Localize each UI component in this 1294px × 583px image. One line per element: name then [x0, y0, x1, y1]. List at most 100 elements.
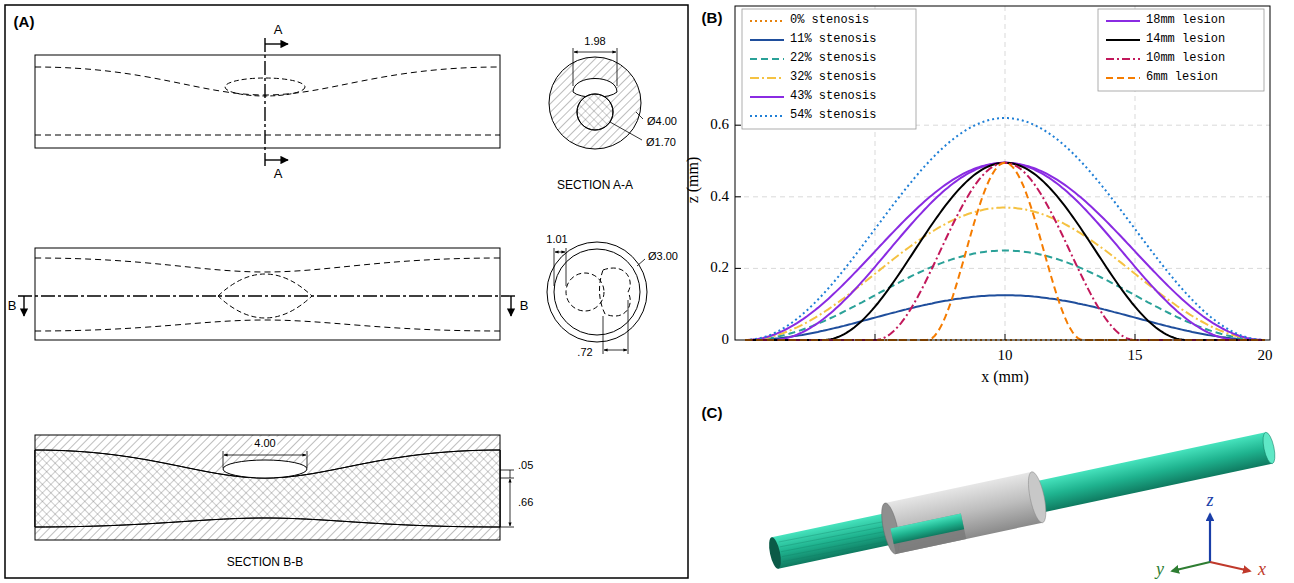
rod-streak: [779, 519, 889, 544]
section-title: SECTION B-B: [227, 556, 304, 570]
end-view: [547, 242, 647, 354]
legend-label: 10mm lesion: [1146, 52, 1225, 66]
end-view: [547, 242, 647, 342]
section-b-view: [223, 451, 224, 468]
section-a-view: [549, 48, 643, 149]
rod-end: [1261, 431, 1277, 464]
top-view: [35, 258, 500, 272]
chart-curve: [745, 163, 1265, 340]
panel-frame: [5, 5, 688, 578]
legend-sample: [1106, 77, 1140, 79]
section-a-view: [549, 57, 641, 149]
panel-c-model: [765, 422, 1280, 580]
top-view: [35, 320, 500, 331]
axis-triad: [1172, 562, 1210, 571]
panel-letter: (B): [702, 9, 723, 26]
axis-triad: [1210, 562, 1250, 571]
section-b-view: [307, 451, 308, 468]
legend-sample: [750, 96, 784, 98]
end-view: [604, 350, 627, 351]
section-arrow: [265, 43, 288, 44]
end-view: [603, 316, 604, 354]
tick-label: 0.4: [710, 188, 729, 205]
tick-label: 0: [722, 331, 730, 348]
green-rod: [772, 432, 1273, 568]
side-view: [35, 38, 500, 166]
dimension: 1.98: [584, 35, 605, 48]
axis-tick: [735, 268, 741, 269]
section-letter: A: [274, 23, 283, 38]
dimension: .05: [518, 459, 533, 472]
section-a-view: [573, 48, 643, 140]
end-view: [554, 249, 640, 335]
panel-b: [735, 6, 1270, 340]
chart-curve: [745, 163, 1265, 340]
tick-label: 10: [998, 347, 1013, 364]
tick-label: 0.6: [710, 116, 729, 133]
axis-letter: x: [1258, 559, 1266, 580]
top-view: [35, 248, 500, 340]
grid-line: [1005, 6, 1006, 340]
rod-streak: [780, 524, 890, 549]
sleeve-cut: [890, 513, 966, 553]
chart-curve: [745, 163, 1265, 340]
tick-label: 0.2: [710, 259, 729, 276]
section-b-view: [510, 479, 511, 526]
axis-tick: [1135, 334, 1136, 340]
plot-frame: [735, 6, 1270, 340]
legend-label: 0% stenosis: [790, 14, 869, 28]
chart-curve: [745, 163, 1265, 340]
end-view: [566, 248, 567, 286]
panel-letter: (C): [702, 404, 723, 421]
section-b-view: [224, 455, 306, 456]
section-b-view: [223, 451, 514, 527]
section-a-view: [574, 52, 616, 53]
top-view: [18, 248, 517, 340]
legend-label: 18mm lesion: [1146, 14, 1225, 28]
legend-sample: [750, 20, 784, 22]
legend-label: 43% stenosis: [790, 90, 876, 104]
dimension: 1.01: [546, 233, 567, 246]
legend-sample: [750, 39, 784, 41]
section-b-view: [500, 478, 514, 479]
chart-curve: [745, 251, 1265, 341]
legend-sample: [750, 77, 784, 79]
end-view: [637, 259, 645, 266]
end-view: [554, 248, 555, 286]
section-a-view: [577, 94, 613, 130]
legend-label: 11% stenosis: [790, 33, 876, 47]
legend-label: 14mm lesion: [1146, 33, 1225, 47]
legend-sample: [750, 58, 784, 60]
dimension: Ø4.00: [647, 115, 677, 128]
axis-letter: z: [1206, 490, 1213, 511]
section-title: SECTION A-A: [557, 179, 633, 193]
section-b-view: [35, 450, 500, 527]
tick-label: 15: [1128, 347, 1143, 364]
dimension: Ø3.00: [648, 250, 678, 263]
rod-end: [767, 536, 783, 569]
legend-label: 54% stenosis: [790, 109, 876, 123]
axis-triad: [1172, 514, 1250, 571]
section-a-view: [577, 94, 613, 130]
section-letter: B: [520, 299, 529, 314]
legend-label: 22% stenosis: [790, 52, 876, 66]
chart-curve: [745, 118, 1265, 340]
end-view: [554, 248, 645, 354]
panel-c-model: [765, 422, 1280, 580]
tick-label: 20: [1258, 347, 1273, 364]
axis-tick: [1005, 334, 1006, 340]
end-view: [566, 273, 604, 311]
panel-letter: (A): [14, 13, 35, 30]
section-b-view: [500, 470, 514, 471]
chart-curve: [745, 163, 1265, 340]
legend-box: [742, 9, 916, 129]
chart-curve: [745, 295, 1265, 340]
dimension: Ø1.70: [646, 136, 676, 149]
section-a-view: [610, 122, 642, 140]
legend-box: [1098, 9, 1264, 91]
chart-curve: [745, 118, 1265, 340]
section-arrow: [510, 296, 511, 316]
grid-line: [735, 268, 1270, 269]
section-b-view: [510, 470, 511, 478]
